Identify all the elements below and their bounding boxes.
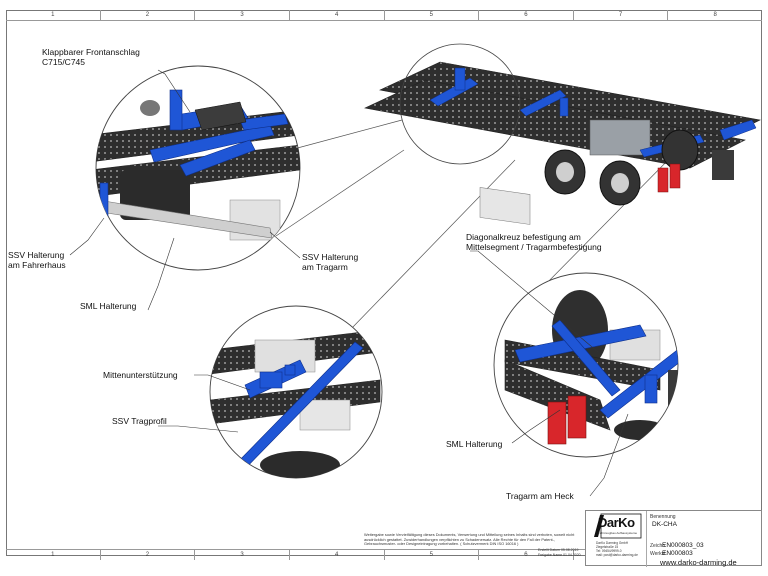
address-line: mail: post@darko-darming.de [596,553,638,557]
drawing-number: EN000803_03 [662,542,704,549]
label-line: am Tragarm [302,262,348,272]
leader-line [157,69,191,113]
company-address: DarKo Darming GmbH Ziegelstraße 15 Tel: … [596,541,638,557]
label-line: Diagonalkreuz befestigung am [466,232,581,242]
leader-line [158,425,239,433]
material-label: Werkst. [650,551,667,557]
label-line: Klappbarer Frontanschlag [42,47,140,57]
label-line: C715/C745 [42,57,86,67]
main-wheels [544,129,699,206]
main-chassis-view [364,61,761,225]
connector-line [539,149,679,291]
logo-mark-icon [594,513,642,539]
ruler-cell: 6 [479,10,574,20]
ruler-cell: 4 [290,550,385,560]
ruler-cell: 5 [385,550,480,560]
ruler-cell: 6 [479,550,574,560]
leader-lines [69,69,629,497]
ruler-cell: 3 [195,550,290,560]
leader-line [470,250,599,353]
benennung-value: DK-CHA [652,521,677,528]
leader-line [589,413,629,497]
ruler-cell: 5 [385,10,480,20]
company-logo: DarKo Fahrzeugbau Aufbausysteme DarKo Da… [586,511,647,567]
label-ssv-tragarm: SSV Halterung am Tragarm [302,252,358,272]
date-row: Freigabe Name 01.04.2020 [538,553,581,557]
label-line: SSV Halterung [8,250,65,260]
ruler-cell: 3 [195,10,290,20]
leader-line [194,374,251,391]
label-line: Mittelsegment / Tragarmbefestigung [466,242,602,252]
website: www.darko-darming.de [660,558,737,567]
detail-circle-small [399,43,521,165]
label-line: SSV Halterung [302,252,359,262]
detail-front-coupling [95,65,301,271]
top-ruler: 1 2 3 4 5 6 7 8 [6,10,762,21]
copyright-disclaimer: Weitergabe sowie Vervielfältigung dieses… [364,532,575,547]
address-line: Ziegelstraße 15 [596,545,619,549]
label-klappbar: Klappbarer Frontanschlag C715/C745 [42,47,140,67]
number-label: Zeichn. [650,543,667,549]
logo-text: DarKo [598,515,635,530]
logo-subtitle: Fahrzeugbau Aufbausysteme [598,531,638,535]
material-value: EN000803 [662,550,693,557]
label-sml-halterung-1: SML Halterung [80,301,137,311]
ruler-cell: 4 [290,10,385,20]
label-ssv-fahrerhaus: SSV Halterung am Fahrerhaus [8,250,66,270]
date-row: Erstellt Datum 05.08.2019 [538,548,579,552]
ruler-cell: 2 [101,10,196,20]
ruler-cell: 1 [6,550,101,560]
label-ssv-tragprofil: SSV Tragprofil [112,416,167,426]
detail-middle-support [209,305,383,479]
date-rows: Erstellt Datum 05.08.2019 Freigabe Name … [538,548,581,558]
leader-line [269,231,301,259]
leader-line [147,237,175,311]
label-line: am Fahrerhaus [8,260,66,270]
benennung-label: Benennung [650,514,676,520]
detail-rear-bracket [493,272,679,458]
ruler-cell: 7 [574,10,669,20]
label-sml-halterung-2: SML Halterung [446,439,503,449]
label-tragarm-heck: Tragarm am Heck [506,491,574,501]
leader-line [69,217,105,256]
label-diagonalkreuz: Diagonalkreuz befestigung am Mittelsegme… [466,232,602,252]
label-mittenunterstuetzung: Mittenunterstützung [103,370,178,380]
ruler-cell: 8 [713,12,717,18]
ruler-cell: 2 [101,550,196,560]
connector-line [275,149,405,237]
title-block: DarKo Fahrzeugbau Aufbausysteme DarKo Da… [585,510,762,567]
connector-line [289,119,403,151]
address-line: Tel: 09454/9999-0 [596,549,622,553]
address-line: DarKo Darming GmbH [596,541,629,545]
ruler-cell: 1 [6,10,101,20]
leader-line [511,409,561,444]
